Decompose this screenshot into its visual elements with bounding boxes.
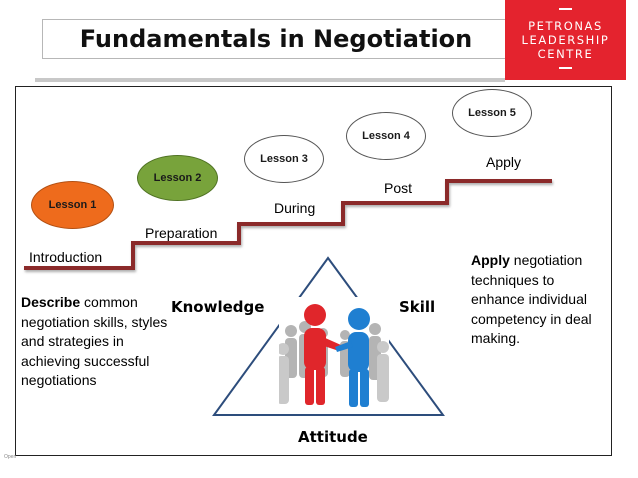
apply-paragraph: Apply negotiation techniques to enhance …	[471, 251, 601, 349]
apply-bold: Apply	[471, 252, 510, 268]
petronas-logo: PETRONAS LEADERSHIP CENTRE	[505, 0, 626, 80]
label-knowledge: Knowledge	[171, 298, 265, 316]
page-title: Fundamentals in Negotiation	[79, 25, 473, 53]
lesson-5-label: Lesson 5	[468, 107, 516, 119]
stage-post: Post	[384, 180, 413, 196]
title-underline	[35, 78, 505, 82]
lesson-1-label: Lesson 1	[48, 199, 97, 211]
handshake-image	[279, 297, 389, 413]
label-attitude: Attitude	[298, 428, 368, 446]
lesson-1-bubble: Lesson 1	[31, 181, 114, 229]
describe-paragraph: Describe common negotiation skills, styl…	[21, 293, 171, 391]
stage-introduction: Introduction	[29, 249, 103, 265]
apply-rest: negotiation techniques to enhance indivi…	[471, 252, 592, 346]
logo-line-1: PETRONAS	[528, 19, 603, 33]
footer-classification: Open	[4, 454, 17, 460]
lesson-2-label: Lesson 2	[153, 172, 202, 184]
logo-dash-bottom	[559, 67, 572, 69]
stage-during: During	[274, 200, 316, 216]
stage-preparation: Preparation	[145, 225, 218, 241]
describe-rest: common negotiation skills, styles and st…	[21, 294, 168, 388]
title-box: Fundamentals in Negotiation	[42, 19, 510, 59]
label-skill: Skill	[399, 298, 436, 316]
lesson-4-bubble: Lesson 4	[346, 112, 426, 160]
logo-line-3: CENTRE	[537, 47, 594, 61]
lesson-5-bubble: Lesson 5	[452, 89, 532, 137]
content-frame	[15, 86, 612, 456]
stage-apply: Apply	[486, 154, 522, 170]
staircase-line	[24, 179, 552, 270]
lesson-3-label: Lesson 3	[260, 153, 308, 165]
logo-line-2: LEADERSHIP	[521, 33, 610, 47]
lesson-2-bubble: Lesson 2	[137, 155, 218, 201]
logo-dash-top	[559, 8, 572, 10]
lesson-4-label: Lesson 4	[362, 130, 410, 142]
lesson-3-bubble: Lesson 3	[244, 135, 324, 183]
describe-bold: Describe	[21, 294, 81, 310]
handshake-people-icon	[279, 304, 389, 407]
